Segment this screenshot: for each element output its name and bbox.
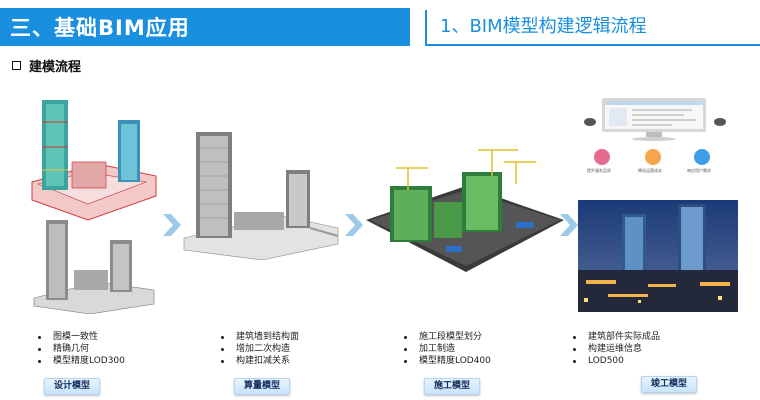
org-chart-icon: [694, 149, 710, 165]
subsection-heading: 建模流程: [12, 56, 81, 75]
list-item: 增加二次构造: [221, 343, 299, 355]
stage-1-bullets: 图模一致性 精确几何 模型精度LOD300: [38, 331, 125, 367]
stage-2-bullets: 建筑墙到结构面 增加二次构造 构建扣减关系: [221, 331, 299, 367]
coins-icon: [645, 149, 661, 165]
construction-model-button[interactable]: 施工模型: [424, 378, 480, 395]
list-item: 加工制造: [404, 343, 491, 355]
design-model-image: [28, 92, 158, 314]
title-underline: [425, 44, 760, 46]
heart-shield-icon: [594, 149, 610, 165]
list-item: 构建扣减关系: [221, 355, 299, 367]
list-item: 模型精度LOD300: [38, 355, 125, 367]
construction-model-image: [366, 142, 566, 274]
stage-3-bullets: 施工段模型划分 加工制造 模型精度LOD400: [404, 331, 491, 367]
icon-caption: 降低运营成本: [638, 168, 662, 174]
page-title: 三、基础BIM应用: [10, 12, 190, 42]
list-item: 模型精度LOD400: [404, 355, 491, 367]
list-item: 建筑墙到结构面: [221, 331, 299, 343]
chevron-right-icon: [560, 214, 578, 236]
list-item: 构建运维信息: [573, 343, 660, 355]
subsection-label: 建模流程: [29, 56, 81, 75]
as-built-model-button[interactable]: 竣工模型: [641, 376, 697, 393]
chevron-right-icon: [163, 214, 181, 236]
design-model-button[interactable]: 设计模型: [44, 378, 100, 395]
quantity-model-button[interactable]: 算量模型: [234, 378, 290, 395]
list-item: 图模一致性: [38, 331, 125, 343]
chevron-right-icon: [345, 214, 363, 236]
list-item: 精确几何: [38, 343, 125, 355]
icon-caption: 提升服务品质: [587, 168, 611, 174]
ops-platform-monitor: [582, 96, 732, 142]
as-built-photo: [578, 200, 738, 312]
list-item: 建筑部件实际成品: [573, 331, 660, 343]
icon-caption: 响应用户需求: [687, 168, 711, 174]
list-item: LOD500: [573, 355, 660, 367]
title-accent-bar: [425, 10, 427, 46]
section-title: 1、BIM模型构建逻辑流程: [440, 12, 647, 38]
square-bullet-icon: [12, 61, 21, 70]
quantity-model-image: [182, 128, 340, 260]
list-item: 施工段模型划分: [404, 331, 491, 343]
stage-4-bullets: 建筑部件实际成品 构建运维信息 LOD500: [573, 331, 660, 367]
